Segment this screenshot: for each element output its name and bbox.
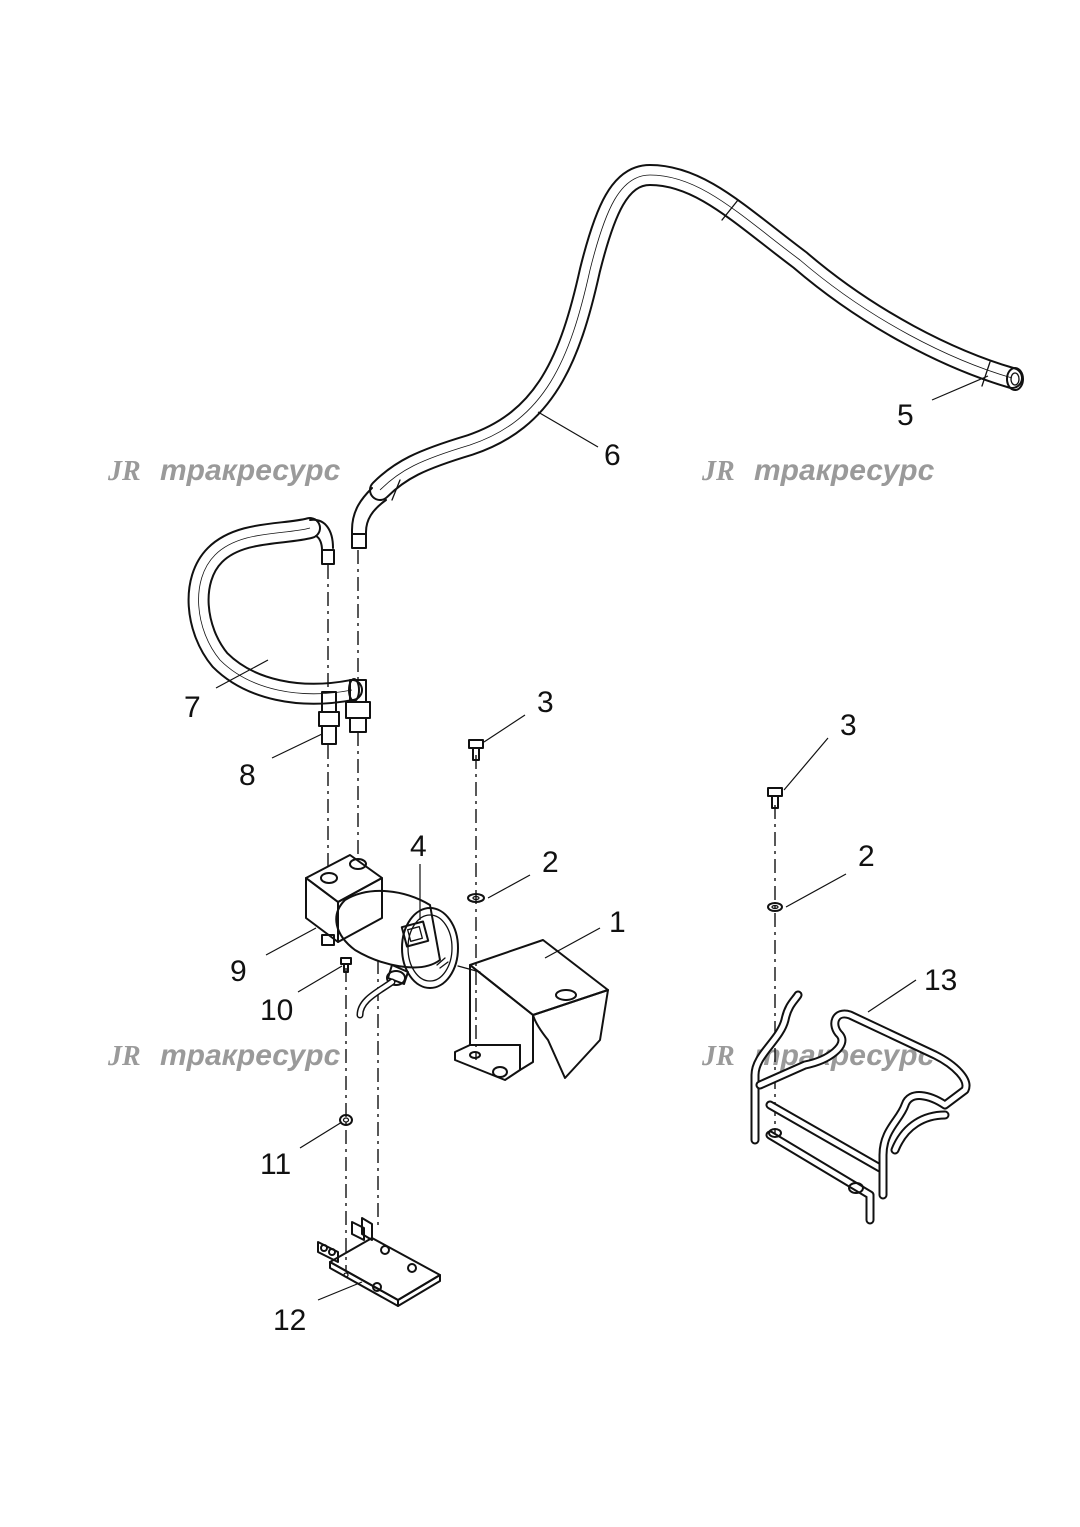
mount-bracket xyxy=(454,939,609,1081)
callout-5: 5 xyxy=(897,399,914,432)
fitting-left xyxy=(318,691,340,745)
callout-6: 6 xyxy=(604,439,621,472)
leader-lines xyxy=(215,375,989,1301)
hose-long xyxy=(351,164,1024,549)
callout-10: 10 xyxy=(260,994,293,1027)
callout-labels: 1 2 2 3 3 4 5 6 7 8 9 10 11 12 13 xyxy=(184,399,957,1337)
bolt-right xyxy=(767,787,783,809)
callout-3-left: 3 xyxy=(537,686,554,719)
base-plate xyxy=(317,1217,441,1307)
assembly-lines xyxy=(327,550,776,1270)
callout-13: 13 xyxy=(924,964,957,997)
callout-8: 8 xyxy=(239,759,256,792)
small-bolt xyxy=(340,957,352,973)
hose-short xyxy=(187,517,363,705)
pump-motor xyxy=(335,889,481,1019)
callout-1: 1 xyxy=(609,906,626,939)
callout-3-right: 3 xyxy=(840,709,857,742)
callout-4: 4 xyxy=(410,830,427,863)
callout-7: 7 xyxy=(184,691,201,724)
washer-left xyxy=(467,893,485,903)
callout-9: 9 xyxy=(230,955,247,988)
callout-2-right: 2 xyxy=(858,840,875,873)
watermark-text: тракресурс xyxy=(160,1039,341,1072)
callout-11: 11 xyxy=(260,1148,291,1181)
watermark-bottom-right: JR тракресурс xyxy=(701,1039,935,1072)
washer-right xyxy=(767,902,783,912)
small-washer xyxy=(339,1114,353,1126)
tube-frame xyxy=(750,990,971,1225)
watermark-text: тракресурс xyxy=(160,454,341,487)
watermark-logo: JR xyxy=(701,1041,735,1072)
callout-12: 12 xyxy=(273,1304,306,1337)
watermark-bottom-left: JR тракресурс xyxy=(107,1039,341,1072)
watermark-logo: JR xyxy=(107,1041,141,1072)
watermark-top-right: JR тракресурс xyxy=(701,454,935,487)
watermark-top-left: JR тракресурс xyxy=(107,454,341,487)
watermark-text: тракресурс xyxy=(754,454,935,487)
bolt-left xyxy=(468,739,484,761)
callout-2-left: 2 xyxy=(542,846,559,879)
watermark-logo: JR xyxy=(107,456,141,487)
watermark-logo: JR xyxy=(701,456,735,487)
